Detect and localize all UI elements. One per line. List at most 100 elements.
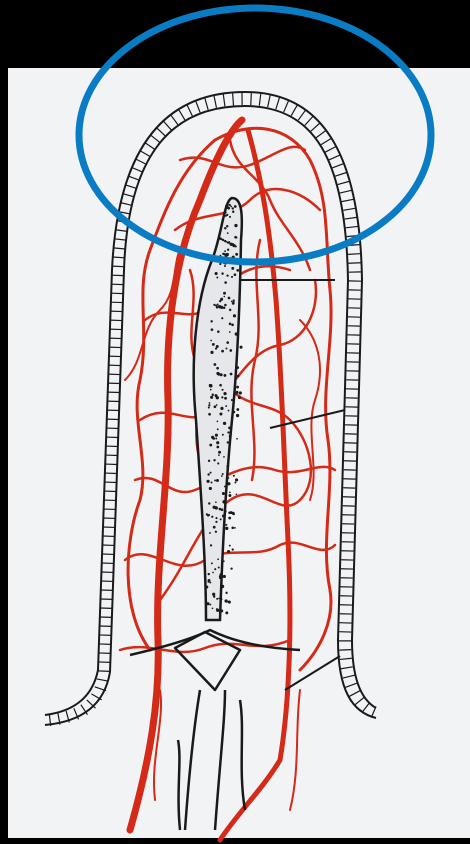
lacteal-stipple bbox=[223, 374, 226, 377]
lacteal-stipple bbox=[205, 614, 207, 616]
paper-background bbox=[8, 68, 470, 838]
lacteal-stipple bbox=[223, 575, 226, 578]
lacteal-stipple bbox=[229, 545, 231, 547]
lacteal-stipple bbox=[209, 487, 212, 490]
epithelial-cell-divider bbox=[112, 266, 124, 267]
lacteal-stipple bbox=[223, 392, 226, 395]
lacteal-stipple bbox=[213, 304, 215, 306]
lacteal-stipple bbox=[225, 211, 227, 213]
lacteal-stipple bbox=[224, 397, 227, 400]
lacteal-stipple bbox=[219, 300, 221, 302]
lacteal-stipple bbox=[211, 328, 214, 331]
lacteal-stipple bbox=[208, 406, 210, 408]
lacteal-stipple bbox=[233, 475, 235, 477]
lacteal-stipple bbox=[210, 389, 212, 391]
lacteal-stipple bbox=[231, 300, 233, 302]
lacteal-stipple bbox=[227, 441, 229, 443]
lacteal-stipple bbox=[221, 272, 223, 274]
lacteal-stipple bbox=[236, 393, 238, 395]
lacteal-stipple bbox=[221, 407, 224, 410]
lacteal-stipple bbox=[216, 277, 218, 279]
lacteal-stipple bbox=[227, 550, 230, 553]
lacteal-stipple bbox=[230, 373, 233, 376]
lacteal-stipple bbox=[215, 531, 217, 533]
lacteal-stipple bbox=[222, 500, 225, 503]
lacteal-stipple bbox=[238, 396, 241, 399]
lacteal-stipple bbox=[228, 477, 230, 479]
lacteal-stipple bbox=[229, 435, 232, 438]
lacteal-stipple bbox=[215, 272, 218, 275]
lacteal-stipple bbox=[223, 560, 225, 562]
lacteal-stipple bbox=[220, 373, 223, 376]
lacteal-stipple bbox=[213, 363, 216, 366]
lacteal-stipple bbox=[208, 579, 211, 582]
lacteal-stipple bbox=[218, 451, 221, 454]
lacteal-stipple bbox=[221, 389, 223, 391]
lacteal-stipple bbox=[205, 585, 208, 588]
lacteal-stipple bbox=[225, 215, 227, 217]
lacteal-stipple bbox=[237, 375, 240, 378]
lacteal-stipple bbox=[235, 237, 237, 239]
lacteal-stipple bbox=[221, 350, 224, 353]
lacteal-stipple bbox=[216, 367, 219, 370]
lacteal-stipple bbox=[228, 242, 230, 244]
lacteal-stipple bbox=[224, 227, 226, 229]
lacteal-stipple bbox=[235, 246, 237, 248]
lacteal-stipple bbox=[236, 438, 238, 440]
lacteal-stipple bbox=[228, 427, 231, 430]
lacteal-stipple bbox=[221, 317, 223, 319]
lacteal-stipple bbox=[226, 225, 228, 227]
lacteal-stipple bbox=[221, 298, 223, 300]
lacteal-stipple bbox=[233, 411, 235, 413]
lacteal-stipple bbox=[221, 585, 224, 588]
lacteal-stipple bbox=[225, 527, 228, 530]
lacteal-stipple bbox=[228, 494, 231, 497]
lacteal-stipple bbox=[219, 573, 222, 576]
lacteal-stipple bbox=[226, 341, 229, 344]
lacteal-stipple bbox=[216, 609, 219, 612]
lacteal-stipple bbox=[217, 421, 219, 423]
lacteal-stipple bbox=[223, 292, 226, 295]
lacteal-stipple bbox=[206, 602, 209, 605]
lacteal-stipple bbox=[209, 581, 211, 583]
lacteal-stipple bbox=[208, 404, 210, 406]
lacteal-stipple bbox=[229, 491, 231, 493]
lacteal-stipple bbox=[219, 413, 222, 416]
lacteal-stipple bbox=[207, 473, 209, 475]
lacteal-stipple bbox=[227, 601, 229, 603]
lacteal-stipple bbox=[232, 207, 234, 209]
lacteal-stipple bbox=[216, 598, 218, 600]
lacteal-stipple bbox=[223, 422, 226, 425]
lacteal-stipple bbox=[235, 332, 238, 335]
lacteal-stipple bbox=[234, 527, 236, 529]
lacteal-stipple bbox=[236, 269, 239, 272]
lacteal-stipple bbox=[209, 532, 211, 534]
lacteal-stipple bbox=[211, 482, 213, 484]
lacteal-stipple bbox=[210, 340, 212, 342]
lacteal-stipple bbox=[236, 414, 239, 417]
lacteal-stipple bbox=[212, 343, 215, 346]
lacteal-stipple bbox=[209, 604, 211, 606]
lacteal-stipple bbox=[217, 428, 219, 430]
lacteal-stipple bbox=[215, 521, 217, 523]
lacteal-stipple bbox=[222, 492, 225, 495]
lacteal-stipple bbox=[229, 216, 231, 218]
lacteal-stipple bbox=[232, 210, 234, 212]
lacteal-stipple bbox=[221, 475, 223, 477]
lacteal-stipple bbox=[229, 309, 231, 311]
lacteal-stipple bbox=[219, 577, 221, 579]
lacteal-stipple bbox=[212, 593, 215, 596]
lacteal-stipple bbox=[223, 253, 225, 255]
lacteal-stipple bbox=[225, 524, 227, 526]
lacteal-stipple bbox=[216, 306, 218, 308]
lacteal-stipple bbox=[208, 460, 210, 462]
lacteal-stipple bbox=[231, 399, 233, 401]
lacteal-stipple bbox=[229, 331, 231, 333]
lacteal-stipple bbox=[213, 459, 215, 461]
lacteal-stipple bbox=[216, 404, 218, 406]
lacteal-stipple bbox=[229, 349, 232, 352]
lacteal-stipple bbox=[208, 502, 210, 504]
lacteal-stipple bbox=[230, 567, 232, 569]
lacteal-stipple bbox=[234, 273, 237, 276]
